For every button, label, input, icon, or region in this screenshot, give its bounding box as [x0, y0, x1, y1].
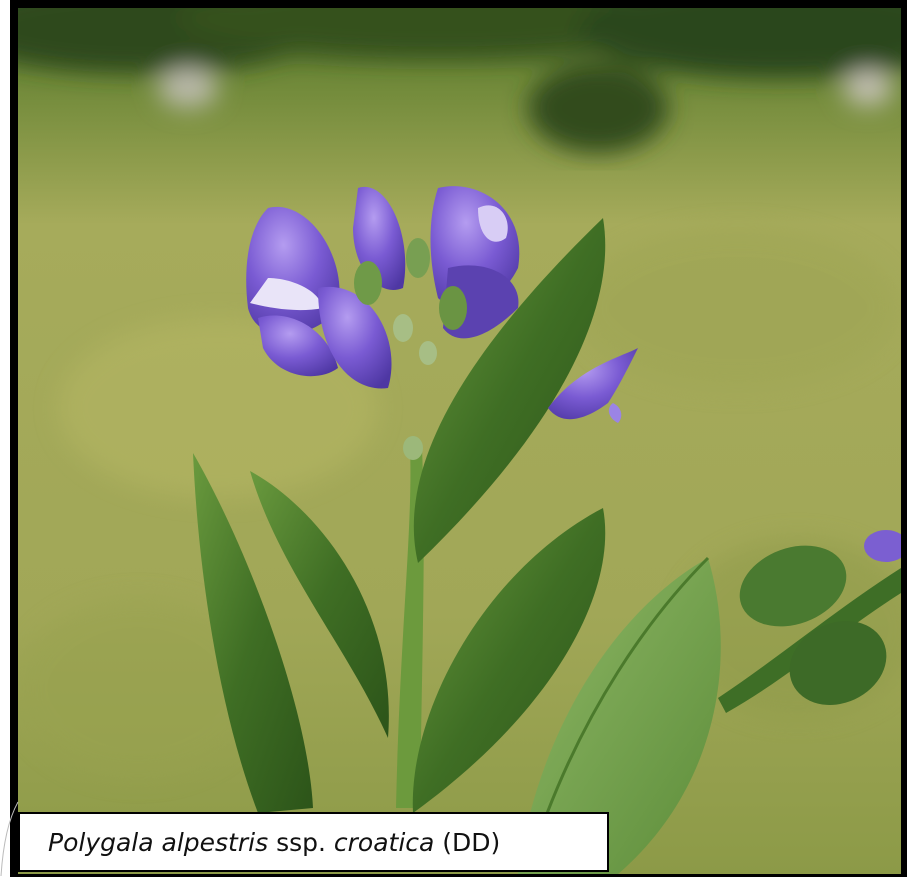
- leaf-left: [250, 471, 389, 738]
- leaf-far-left: [193, 453, 313, 813]
- caption-genus-species: Polygala alpestris: [48, 827, 269, 857]
- treeline: [18, 8, 901, 153]
- leaf-middle: [412, 508, 606, 813]
- caption-rank: ssp.: [276, 827, 326, 857]
- flower-left-lower: [258, 315, 338, 377]
- bud-upper: [739, 545, 847, 627]
- caption-status: (DD): [442, 827, 501, 857]
- species-caption: Polygala alpestris ssp. croatica (DD): [18, 812, 609, 872]
- bud-lower: [789, 621, 887, 705]
- corner-arc-decoration: [0, 801, 19, 877]
- flower-cluster: [246, 186, 638, 460]
- plant-photo: [18, 8, 901, 874]
- leaf-upper: [413, 218, 606, 563]
- flower-side: [548, 348, 638, 420]
- caption-subspecies: croatica: [333, 827, 435, 857]
- leaf-lower-right: [518, 558, 721, 874]
- flower-center-left: [318, 286, 392, 389]
- bud-purple: [864, 530, 901, 562]
